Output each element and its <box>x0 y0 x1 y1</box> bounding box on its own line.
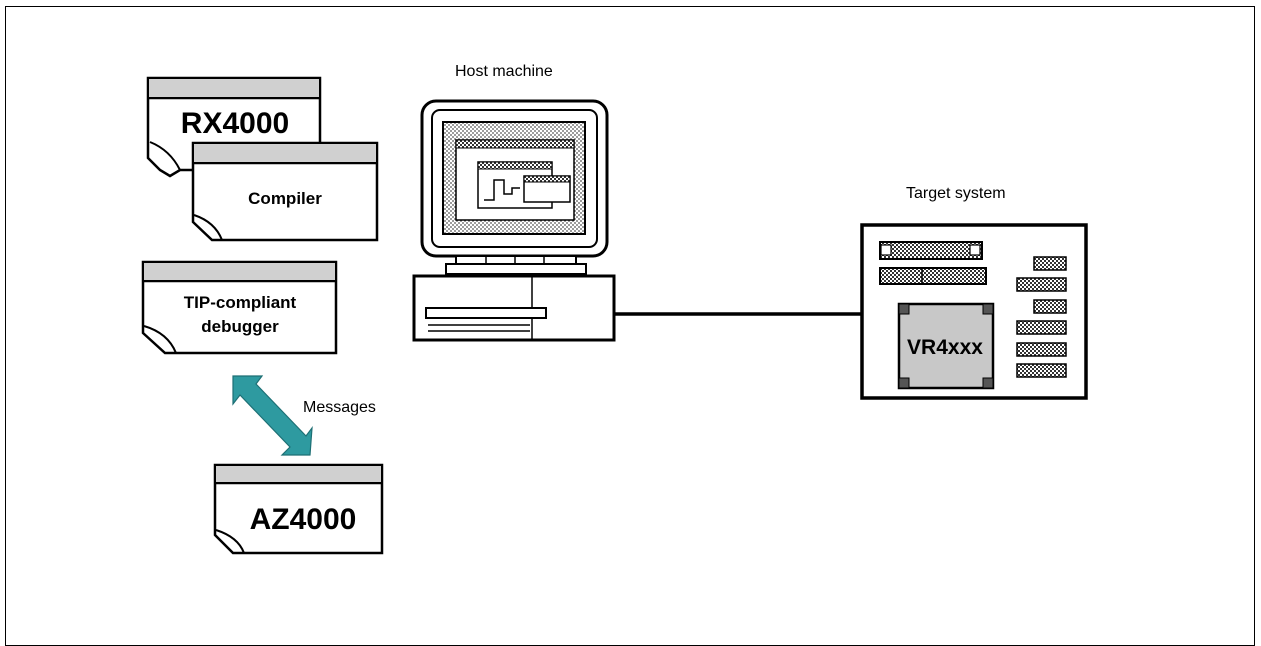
system-diagram: RX4000 Compiler TIP-compliant debugger M… <box>141 63 1088 555</box>
debugger-label-line2: debugger <box>201 317 279 336</box>
rx4000-label: RX4000 <box>181 107 289 140</box>
messages-arrow-icon <box>232 375 313 456</box>
messages-label: Messages <box>303 399 376 416</box>
compiler-document: Compiler <box>191 141 379 242</box>
target-system-label: Target system <box>906 185 1006 202</box>
rx4000-document: RX4000 <box>146 76 322 178</box>
target-board-icon: VR4xxx <box>860 223 1088 400</box>
host-machine-label: Host machine <box>455 63 553 80</box>
debugger-document: TIP-compliant debugger <box>141 260 338 355</box>
az4000-document: AZ4000 <box>213 463 384 555</box>
vr4xxx-chip <box>897 302 995 390</box>
host-computer-icon <box>412 99 616 342</box>
compiler-label: Compiler <box>248 189 322 208</box>
vr4xxx-label: VR4xxx <box>907 336 983 359</box>
debugger-label-line1: TIP-compliant <box>184 293 297 312</box>
az4000-label: AZ4000 <box>250 503 357 536</box>
